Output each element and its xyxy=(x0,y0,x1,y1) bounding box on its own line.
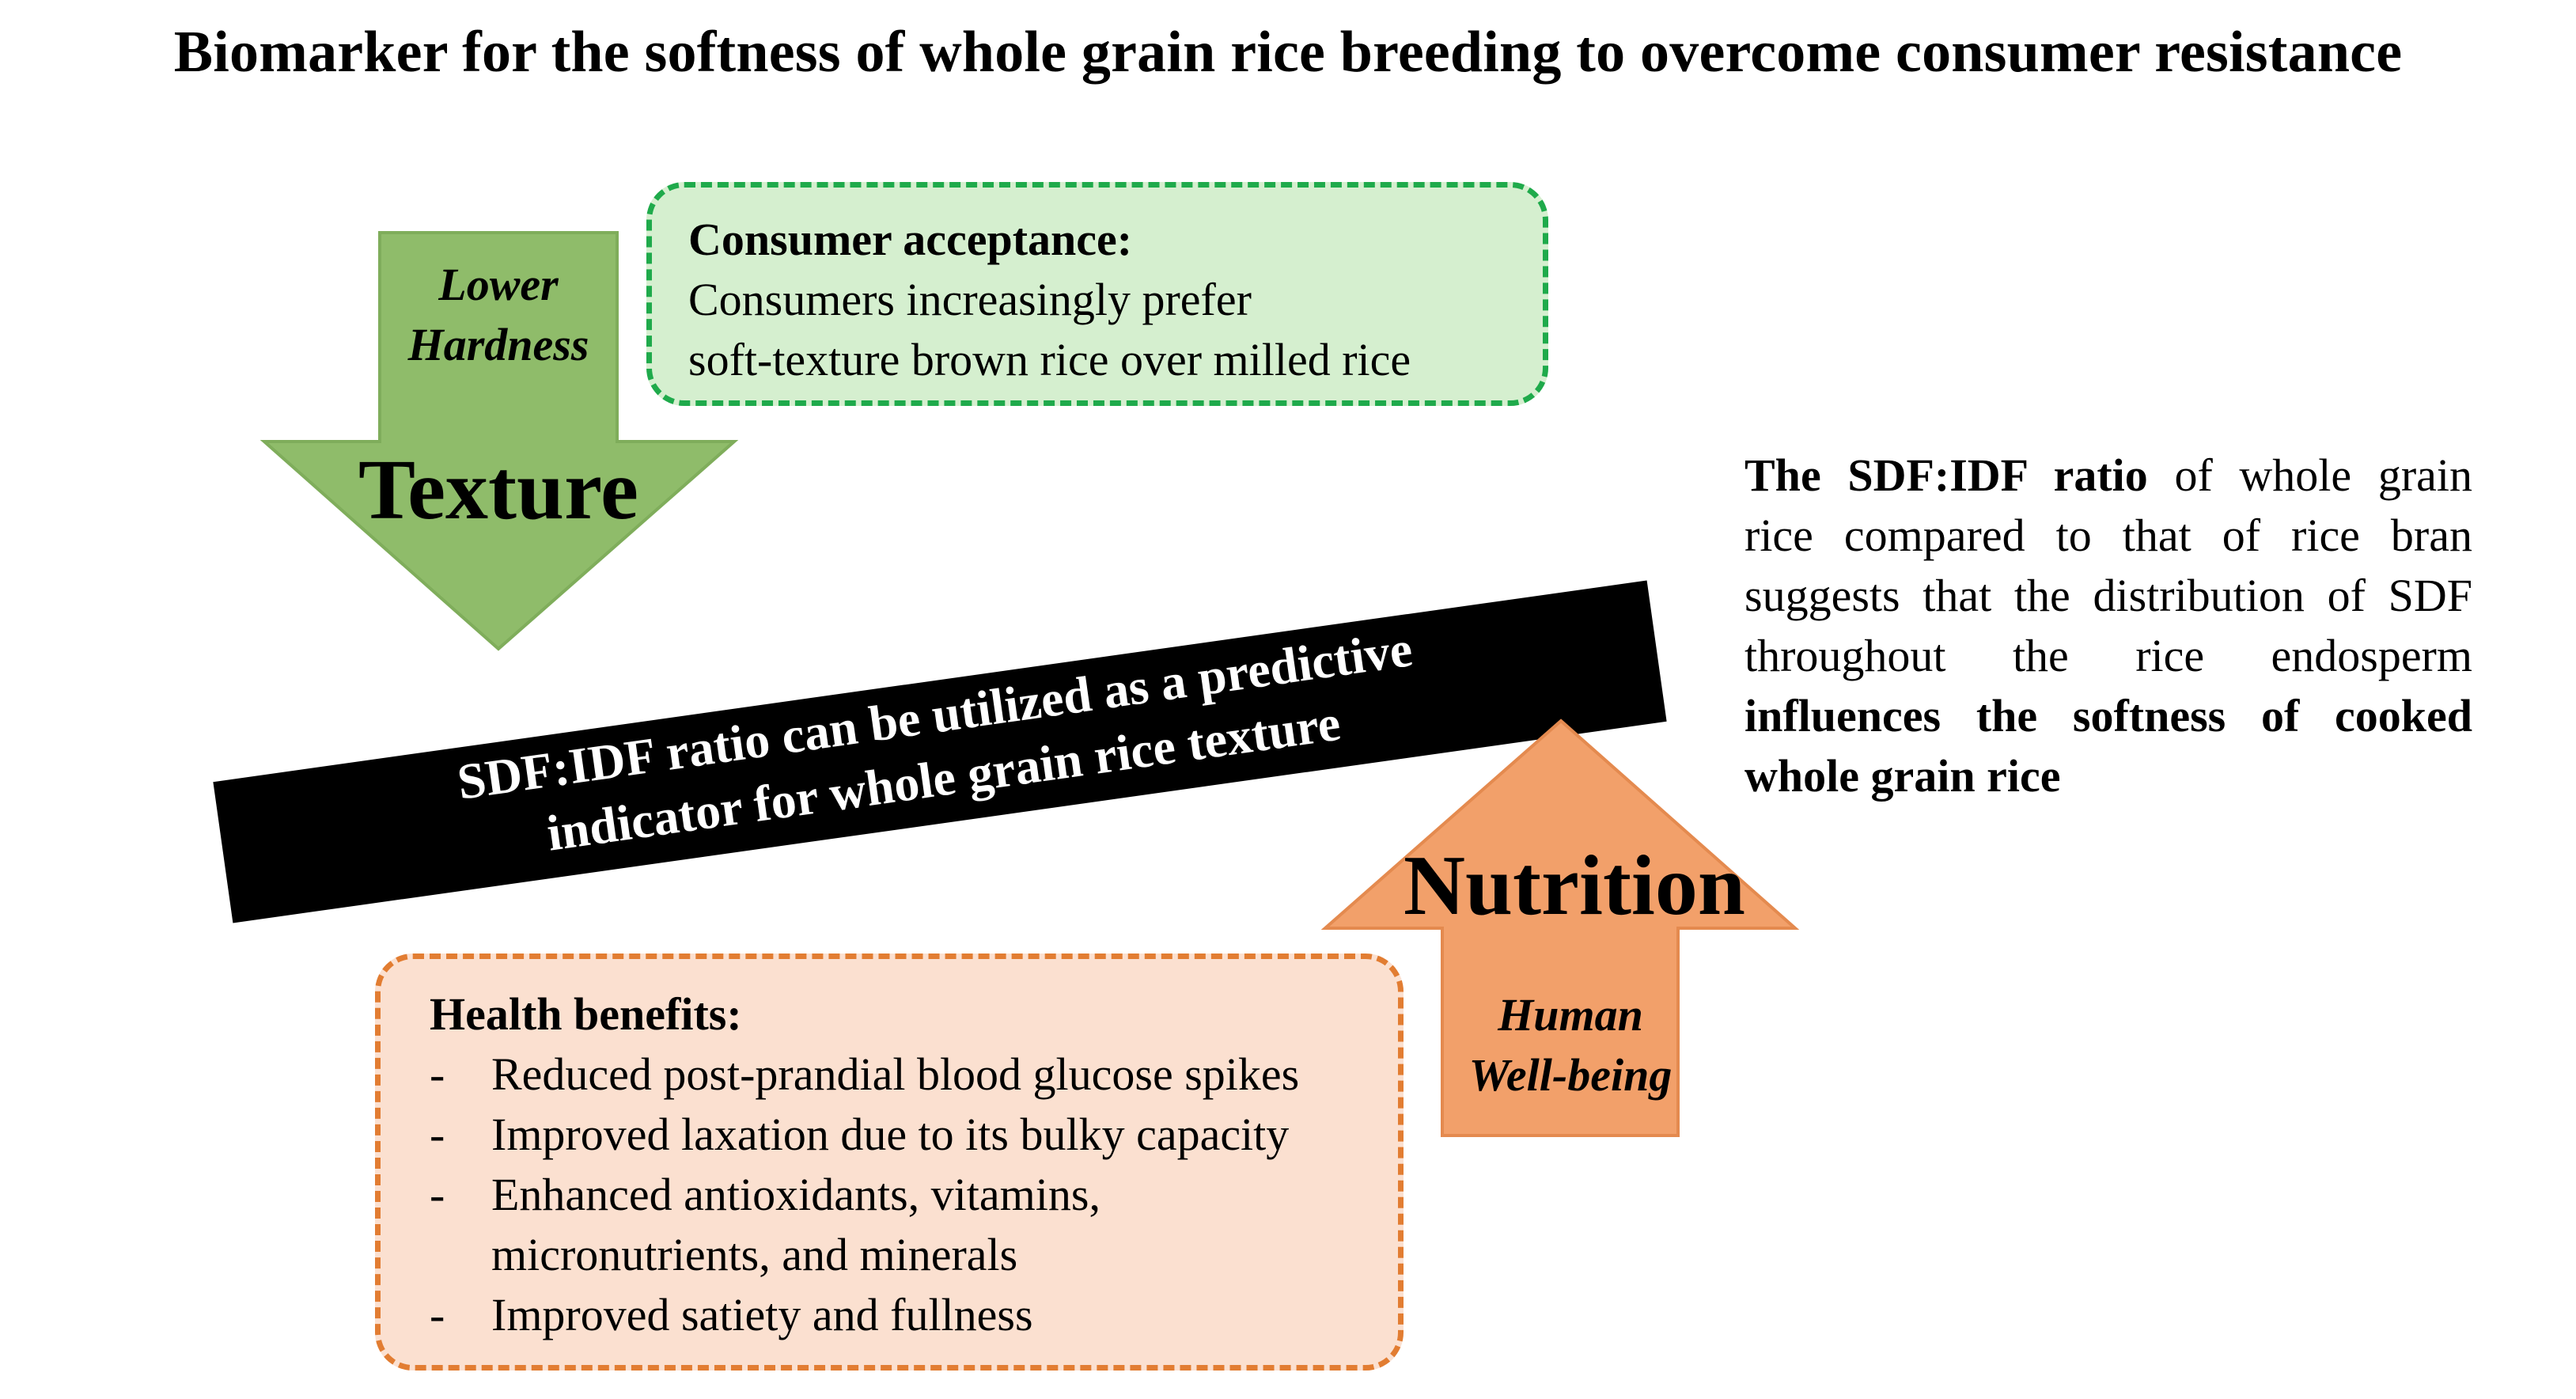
bullet-dash: - xyxy=(430,1109,445,1160)
diagram-title: Biomarker for the softness of whole grai… xyxy=(173,20,2403,85)
list-item-text: Enhanced antioxidants, vitamins, micronu… xyxy=(491,1169,1100,1280)
list-item-text: Reduced post-prandial blood glucose spik… xyxy=(491,1048,1300,1100)
nutrition-arrow-title: Nutrition xyxy=(1404,839,1745,933)
list-item: -Reduced post-prandial blood glucose spi… xyxy=(430,1045,1366,1105)
nutrition-arrow-label: Human Well-being xyxy=(1468,989,1673,1101)
list-item-text: Improved satiety and fullness xyxy=(491,1289,1033,1340)
summary-bold-start: The SDF:IDF ratio xyxy=(1744,449,2148,501)
consumer-acceptance-box: Consumer acceptance: Consumers increasin… xyxy=(646,182,1548,406)
consumer-acceptance-line: soft-texture brown rice over milled rice xyxy=(688,334,1411,385)
bullet-dash: - xyxy=(430,1289,445,1340)
summary-paragraph: The SDF:IDF ratio of whole grain rice co… xyxy=(1744,445,2472,806)
list-item-text: Improved laxation due to its bulky capac… xyxy=(491,1109,1290,1160)
texture-arrow-label: Lower Hardness xyxy=(407,259,589,370)
health-benefits-box: Health benefits: -Reduced post-prandial … xyxy=(375,954,1404,1371)
summary-middle: of whole grain rice compared to that of … xyxy=(1744,449,2472,681)
list-item: -Improved satiety and fullness xyxy=(430,1285,1366,1345)
consumer-acceptance-line: Consumers increasingly prefer xyxy=(688,274,1252,325)
texture-arrow-title: Texture xyxy=(358,443,638,537)
health-benefits-heading: Health benefits: xyxy=(430,988,742,1040)
health-benefits-list: -Reduced post-prandial blood glucose spi… xyxy=(430,1045,1366,1345)
list-item: -Enhanced antioxidants, vitamins, micron… xyxy=(430,1165,1366,1285)
list-item: -Improved laxation due to its bulky capa… xyxy=(430,1105,1366,1165)
nutrition-up-arrow xyxy=(1320,718,1800,1137)
bullet-dash: - xyxy=(430,1048,445,1100)
bullet-dash: - xyxy=(430,1169,445,1220)
texture-down-arrow xyxy=(259,231,739,651)
consumer-acceptance-heading: Consumer acceptance: xyxy=(688,214,1133,265)
summary-bold-end: influences the softness of cooked whole … xyxy=(1744,690,2472,802)
